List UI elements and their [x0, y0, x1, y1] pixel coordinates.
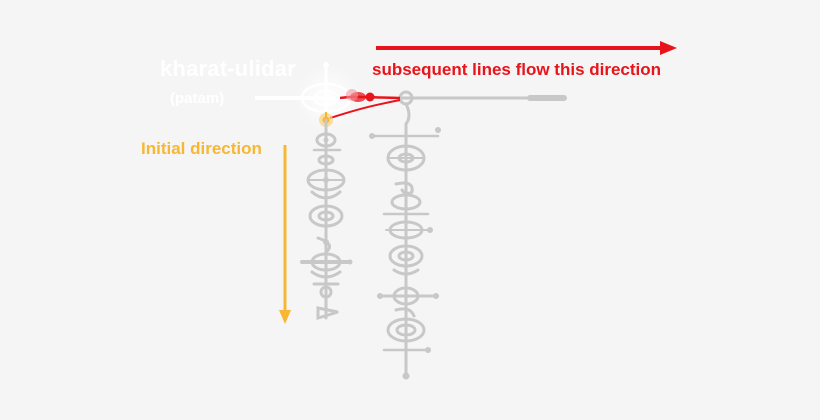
- diagram-title: kharat-ulidar: [160, 56, 296, 81]
- patam-origin-marker: [255, 62, 362, 132]
- left-glyph-column: [300, 118, 353, 321]
- subsequent-direction-arrow: [376, 41, 677, 55]
- initial-direction-label: Initial direction: [141, 139, 262, 158]
- subsequent-direction-label: subsequent lines flow this direction: [372, 60, 662, 79]
- red-connector: [329, 89, 401, 119]
- initial-direction-arrow: [279, 145, 291, 324]
- right-glyph-column: [369, 102, 441, 380]
- diagram-subtitle: (patam): [170, 90, 225, 107]
- top-horizontal-line: [398, 90, 567, 106]
